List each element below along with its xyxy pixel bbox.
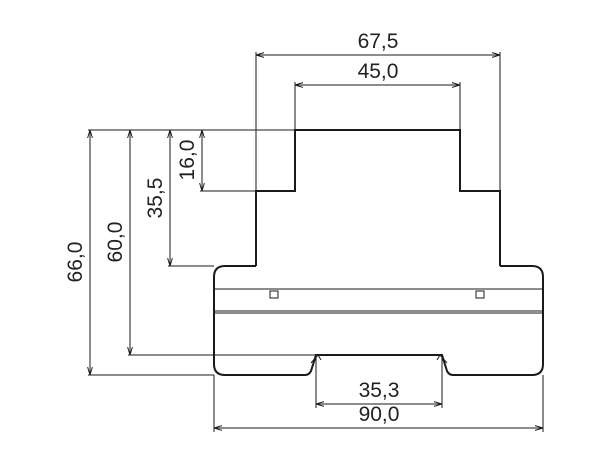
extension-lines [88, 52, 544, 432]
main-body-outline [213, 265, 544, 376]
label-height-total: 66,0 [64, 242, 87, 283]
rail-clip-left [310, 354, 322, 364]
latch-tab-right [475, 290, 485, 299]
label-height-mid: 35,5 [144, 178, 167, 219]
label-width-top: 45,0 [358, 60, 399, 83]
label-width-top-step: 67,5 [358, 30, 399, 53]
dimension-labels: 67,5 45,0 16,0 35,5 60,0 66,0 35,3 90,0 [64, 30, 399, 426]
rail-clip-right [436, 354, 448, 364]
dimension-lines [90, 55, 543, 428]
label-width-rail-gap: 35,3 [359, 379, 400, 402]
enclosure-outline [213, 129, 544, 376]
top-section-outline [255, 129, 501, 266]
label-height-top: 16,0 [176, 140, 199, 181]
label-width-total: 90,0 [359, 403, 400, 426]
label-height-body: 60,0 [104, 222, 127, 263]
latch-tab-left [269, 290, 279, 299]
